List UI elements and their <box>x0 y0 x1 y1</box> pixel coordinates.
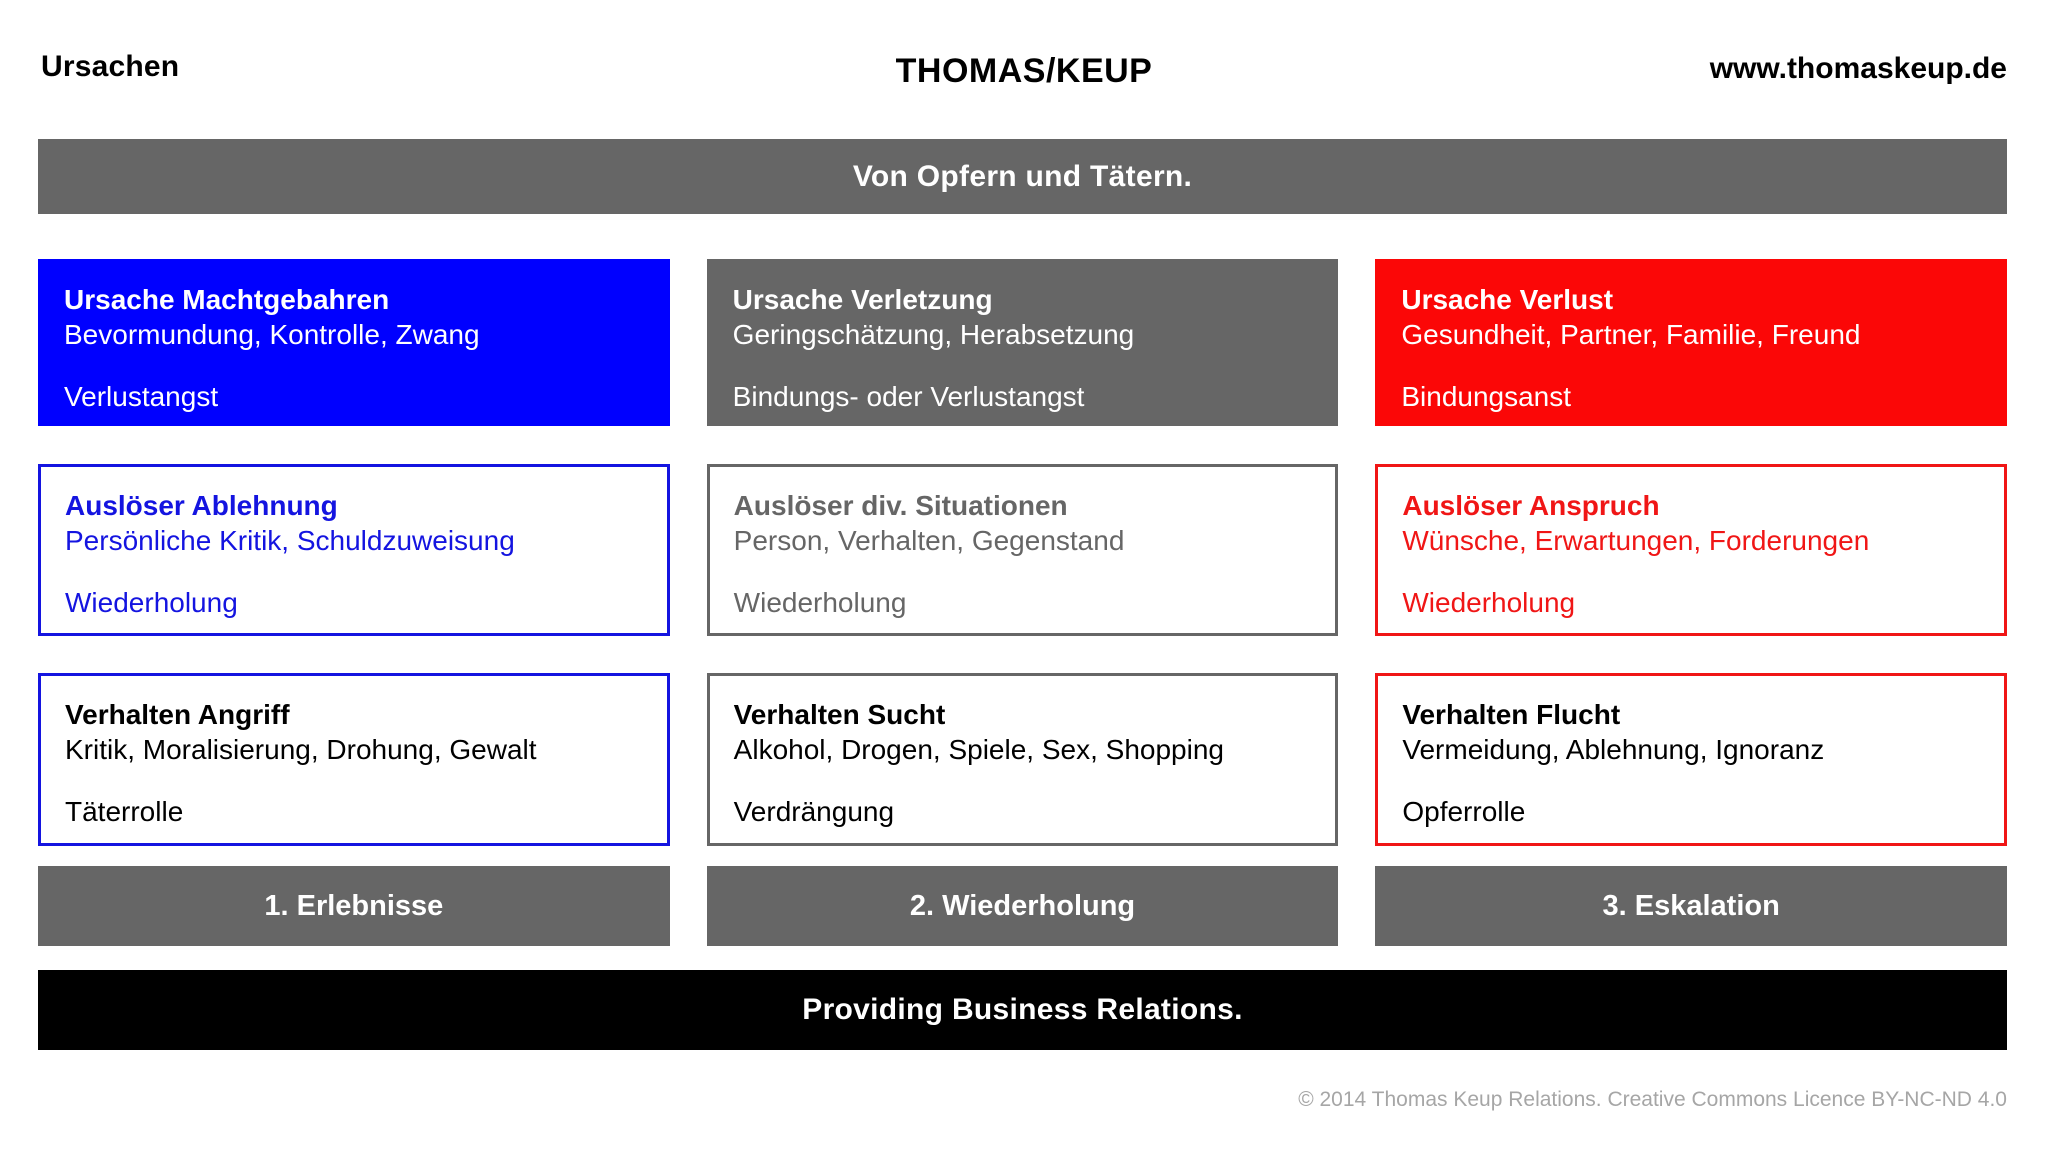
card-ursache-verlust[interactable]: Ursache Verlust Gesundheit, Partner, Fam… <box>1375 259 2008 426</box>
card-note: Wiederholung <box>733 586 907 618</box>
stage-1-erlebnisse[interactable]: 1. Erlebnisse <box>38 866 670 946</box>
stage-label: 3. Eskalation <box>1602 889 1780 922</box>
card-note: Täterrolle <box>65 795 184 827</box>
card-note: Bindungs- oder Verlustangst <box>732 380 1085 412</box>
row-ursache: Ursache Machtgebahren Bevormundung, Kont… <box>38 259 2008 426</box>
bottom-banner: Providing Business Relations. <box>38 970 2007 1050</box>
card-subtitle: Vermeidung, Ablehnung, Ignoranz <box>1402 734 1825 766</box>
card-title: Ursache Verletzung <box>732 284 993 315</box>
top-banner-label: Von Opfern und Tätern. <box>852 159 1193 193</box>
card-subtitle: Alkohol, Drogen, Spiele, Sex, Shopping <box>733 734 1224 766</box>
brand-logo: THOMAS/KEUP <box>895 52 1153 90</box>
card-verhalten-sucht[interactable]: Verhalten Sucht Alkohol, Drogen, Spiele,… <box>706 673 1339 846</box>
website-link[interactable]: www.thomaskeup.de <box>1709 52 2007 85</box>
page-title: Ursachen <box>41 50 180 83</box>
card-subtitle: Wünsche, Erwartungen, Forderungen <box>1402 525 1870 557</box>
card-title: Verhalten Angriff <box>65 699 290 730</box>
stage-label: 2. Wiederholung <box>909 889 1136 922</box>
card-title: Verhalten Flucht <box>1402 699 1621 730</box>
card-note: Verdrängung <box>733 795 895 827</box>
card-title: Auslöser div. Situationen <box>733 490 1068 521</box>
card-subtitle: Kritik, Moralisierung, Drohung, Gewalt <box>65 734 537 766</box>
card-note: Opferrolle <box>1402 795 1526 827</box>
card-subtitle: Bevormundung, Kontrolle, Zwang <box>64 319 480 351</box>
card-ausloeser-ablehnung[interactable]: Auslöser Ablehnung Persönliche Kritik, S… <box>38 464 670 636</box>
card-title: Ursache Machtgebahren <box>64 284 390 315</box>
card-note: Bindungsanst <box>1401 380 1572 412</box>
card-grid: Ursache Machtgebahren Bevormundung, Kont… <box>38 259 2008 846</box>
card-title: Ursache Verlust <box>1401 284 1614 315</box>
card-subtitle: Geringschätzung, Herabsetzung <box>732 319 1135 351</box>
card-verhalten-angriff[interactable]: Verhalten Angriff Kritik, Moralisierung,… <box>38 673 670 846</box>
page-header: Ursachen THOMAS/KEUP www.thomaskeup.de <box>0 0 2048 139</box>
bottom-banner-label: Providing Business Relations. <box>802 993 1243 1026</box>
card-ausloeser-anspruch[interactable]: Auslöser Anspruch Wünsche, Erwartungen, … <box>1375 464 2008 636</box>
card-title: Auslöser Ablehnung <box>65 490 338 521</box>
stage-2-wiederholung[interactable]: 2. Wiederholung <box>706 866 1339 946</box>
card-title: Auslöser Anspruch <box>1402 490 1660 521</box>
card-note: Verlustangst <box>64 380 219 412</box>
card-subtitle: Gesundheit, Partner, Familie, Freund <box>1401 319 1861 351</box>
copyright-notice: © 2014 Thomas Keup Relations. Creative C… <box>1298 1088 2007 1111</box>
card-subtitle: Person, Verhalten, Gegenstand <box>733 525 1125 557</box>
card-title: Verhalten Sucht <box>733 699 946 730</box>
stage-strip: 1. Erlebnisse 2. Wiederholung 3. Eskalat… <box>38 866 2008 946</box>
card-ursache-verletzung[interactable]: Ursache Verletzung Geringschätzung, Hera… <box>706 259 1339 426</box>
row-ausloeser: Auslöser Ablehnung Persönliche Kritik, S… <box>38 464 2008 636</box>
card-note: Wiederholung <box>1402 586 1576 618</box>
top-banner: Von Opfern und Tätern. <box>38 139 2007 214</box>
card-ausloeser-situationen[interactable]: Auslöser div. Situationen Person, Verhal… <box>706 464 1339 636</box>
card-subtitle: Persönliche Kritik, Schuldzuweisung <box>65 525 515 557</box>
card-ursache-machtgebahren[interactable]: Ursache Machtgebahren Bevormundung, Kont… <box>38 259 670 426</box>
stage-3-eskalation[interactable]: 3. Eskalation <box>1375 866 2008 946</box>
card-verhalten-flucht[interactable]: Verhalten Flucht Vermeidung, Ablehnung, … <box>1375 673 2008 846</box>
row-verhalten: Verhalten Angriff Kritik, Moralisierung,… <box>38 673 2008 846</box>
card-note: Wiederholung <box>65 586 238 618</box>
stage-label: 1. Erlebnisse <box>264 889 444 922</box>
